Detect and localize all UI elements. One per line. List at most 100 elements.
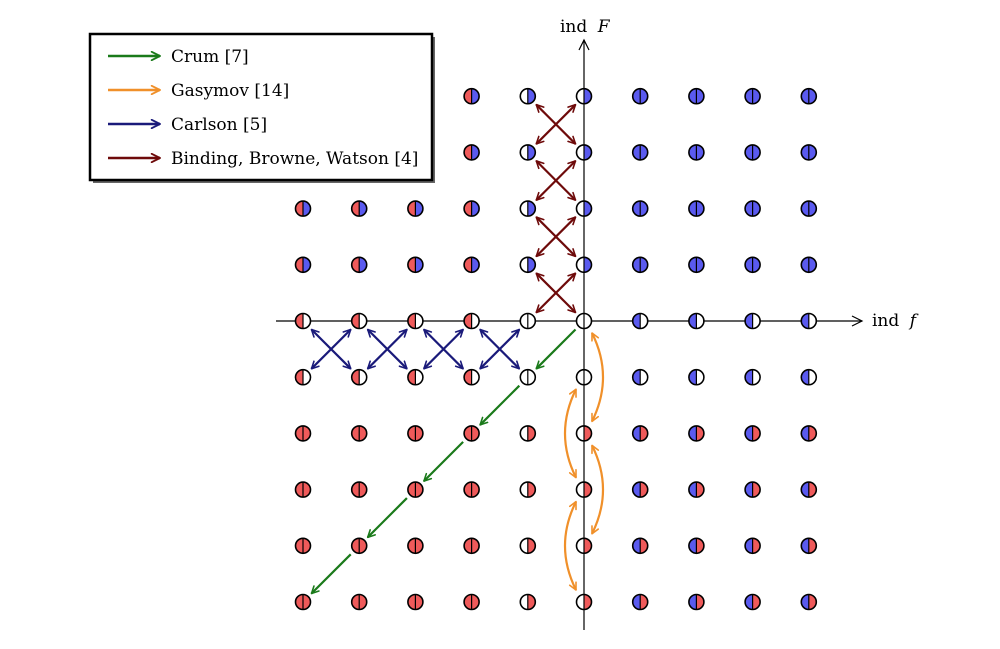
gasymov-arrow [591, 332, 605, 423]
point-ring [519, 593, 537, 611]
lattice-point [294, 593, 312, 611]
lattice-point [407, 312, 424, 330]
point-ring [463, 537, 480, 555]
lattice-point [407, 200, 424, 217]
point-ring [350, 200, 368, 217]
lattice-point [463, 593, 480, 611]
lattice-point [688, 593, 705, 611]
point-ring [519, 481, 537, 498]
lattice-point [519, 144, 537, 161]
lattice-point [407, 593, 424, 611]
point-ring [631, 87, 649, 105]
point-ring [463, 256, 480, 274]
lattice-point [463, 87, 480, 105]
point-ring [631, 312, 649, 330]
lattice-point [294, 537, 312, 555]
point-ring [463, 200, 480, 217]
lattice-point [407, 425, 424, 442]
lattice-point [688, 425, 705, 442]
lattice-point [631, 368, 649, 386]
lattice-point [744, 593, 761, 611]
y-axis-arrowhead [578, 38, 590, 51]
carlson-arrow [310, 328, 352, 370]
legend: Crum [7]Gasymov [14]Carlson [5]Binding, … [88, 32, 435, 183]
point-ring [519, 144, 537, 161]
lattice-point [575, 481, 593, 498]
lattice-point [519, 368, 537, 386]
point-ring [294, 537, 312, 555]
lattice-point [463, 312, 480, 330]
legend-label: Crum [7] [171, 47, 249, 67]
point-ring [407, 481, 424, 498]
lattice-point [631, 312, 649, 330]
lattice-point [688, 144, 705, 161]
point-ring [631, 593, 649, 611]
lattice-point [575, 200, 593, 217]
gasymov-arrow [563, 500, 577, 591]
point-ring [294, 312, 312, 330]
x-axis-arrowhead [851, 315, 864, 327]
binding-arrow [535, 272, 577, 314]
lattice-point [350, 537, 368, 555]
point-ring [631, 537, 649, 555]
point-ring [294, 256, 312, 274]
lattice-point [800, 481, 818, 498]
point-ring [407, 593, 424, 611]
point-ring [463, 144, 480, 161]
point-ring [800, 144, 818, 161]
lattice-point [519, 256, 537, 274]
binding-arrow [535, 160, 577, 201]
lattice-point [407, 537, 424, 555]
x-axis-label-text: ind [872, 311, 899, 331]
point-ring [631, 481, 649, 498]
lattice-point [688, 368, 705, 386]
point-ring [688, 200, 705, 217]
lattice-point [350, 312, 368, 330]
lattice-point [294, 425, 312, 442]
point-ring [800, 481, 818, 498]
point-ring [519, 312, 537, 330]
axes: ind f ind F [276, 17, 919, 630]
point-ring [744, 87, 761, 105]
x-axis-variable: f [908, 311, 919, 331]
legend-label: Gasymov [14] [171, 81, 289, 101]
point-ring [294, 368, 312, 386]
point-ring [294, 425, 312, 442]
point-ring [407, 368, 424, 386]
lattice-point [631, 144, 649, 161]
lattice-point [294, 200, 312, 217]
point-ring [407, 312, 424, 330]
point-ring [519, 256, 537, 274]
point-ring [575, 425, 593, 442]
lattice-point [463, 481, 480, 498]
lattice-point [631, 593, 649, 611]
point-ring [575, 256, 593, 274]
lattice-point [519, 200, 537, 217]
point-ring [350, 368, 368, 386]
point-ring [688, 368, 705, 386]
lattice-point [350, 368, 368, 386]
lattice-point [407, 481, 424, 498]
point-ring [631, 144, 649, 161]
lattice-point [744, 312, 761, 330]
lattice-point [350, 256, 368, 274]
lattice-point [463, 200, 480, 217]
point-ring [575, 481, 593, 498]
point-ring [744, 368, 761, 386]
crum-arrow [310, 553, 352, 595]
lattice-point [744, 481, 761, 498]
y-axis-label-text: ind [560, 17, 587, 37]
lattice-point [688, 312, 705, 330]
point-ring [519, 537, 537, 555]
point-ring [744, 312, 761, 330]
point-ring [463, 368, 480, 386]
point-ring [744, 481, 761, 498]
lattice-point [631, 87, 649, 105]
gasymov-arrow [591, 444, 605, 535]
point-ring [688, 593, 705, 611]
lattice-point [800, 200, 818, 217]
lattice-point [519, 593, 537, 611]
lattice-point [631, 481, 649, 498]
lattice-point [800, 425, 818, 442]
point-ring [350, 312, 368, 330]
